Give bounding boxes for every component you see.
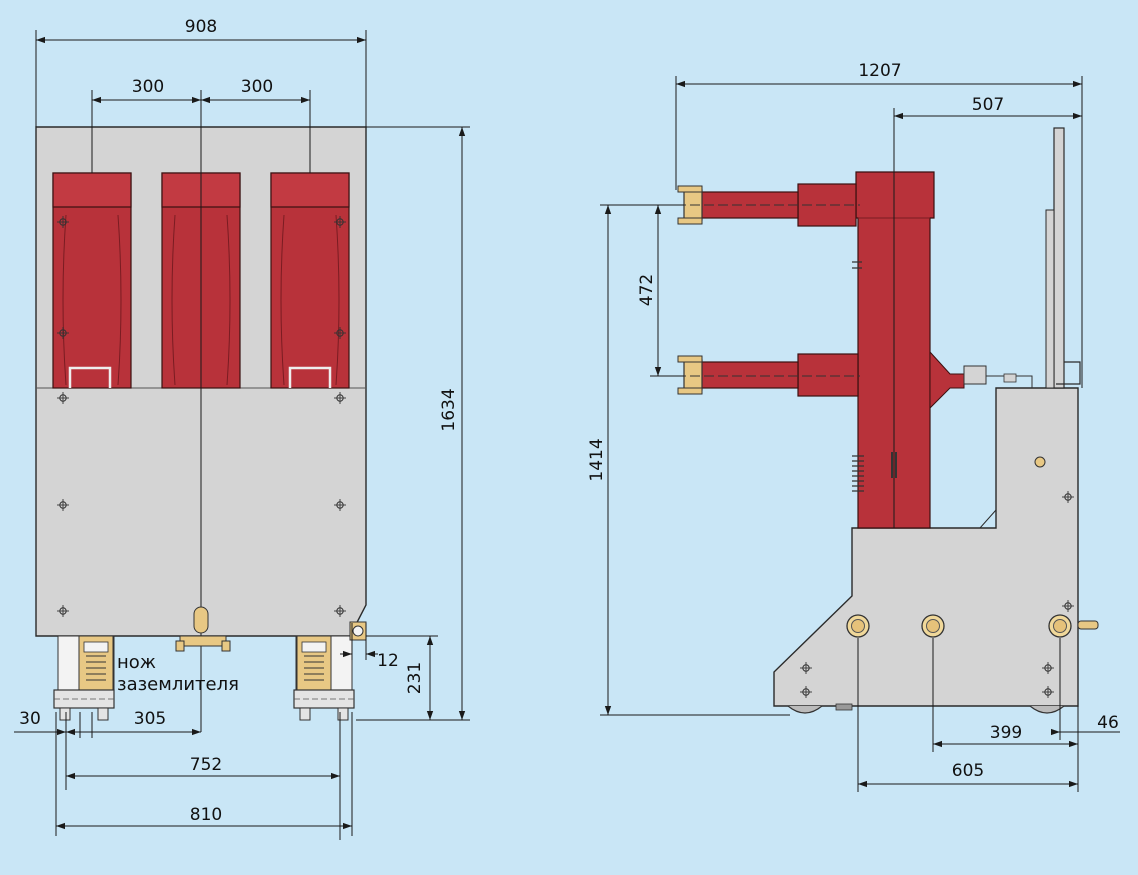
side-wheels xyxy=(787,703,1065,714)
side-dimensions xyxy=(600,76,1120,792)
side-handle xyxy=(1077,620,1099,630)
dim-472: 472 xyxy=(637,274,657,306)
side-bolts xyxy=(799,456,1075,699)
dim-1414: 1414 xyxy=(587,438,607,481)
front-earthing-left xyxy=(53,635,115,721)
dim-305: 305 xyxy=(134,709,166,729)
side-dimension-labels: 1207 507 472 1414 399 605 46 xyxy=(587,61,1119,781)
dim-30: 30 xyxy=(19,709,41,729)
dim-231: 231 xyxy=(405,662,425,694)
dim-12: 12 xyxy=(377,651,399,671)
side-upper-contact xyxy=(676,183,860,227)
dim-399: 399 xyxy=(990,723,1022,743)
side-lower-contact xyxy=(676,353,860,397)
front-dimension-labels: 908 300 300 1634 231 12 30 305 752 810 xyxy=(19,17,459,825)
front-center-slot xyxy=(175,606,231,652)
earthing-switch-label: нож заземлителя xyxy=(117,652,239,695)
front-pole-left xyxy=(52,172,132,389)
front-pole-right xyxy=(270,172,350,389)
side-pole xyxy=(852,112,1033,529)
label-line1: нож xyxy=(117,652,156,673)
side-rear-plate xyxy=(1045,127,1081,389)
dim-300-left: 300 xyxy=(132,77,164,97)
dim-507: 507 xyxy=(972,95,1004,115)
front-view: 908 300 300 1634 231 12 30 305 752 810 н… xyxy=(14,17,470,840)
dim-1634: 1634 xyxy=(439,388,459,431)
dim-300-right: 300 xyxy=(241,77,273,97)
side-view: 1207 507 472 1414 399 605 46 xyxy=(587,61,1120,792)
front-earthing-right xyxy=(293,621,367,721)
label-line2: заземлителя xyxy=(117,674,239,695)
dim-605: 605 xyxy=(952,761,984,781)
dim-46: 46 xyxy=(1097,713,1119,733)
front-dimensions xyxy=(14,30,470,840)
dim-810: 810 xyxy=(190,805,222,825)
dim-752: 752 xyxy=(190,755,222,775)
dim-908: 908 xyxy=(185,17,217,37)
dim-1207: 1207 xyxy=(858,61,901,81)
